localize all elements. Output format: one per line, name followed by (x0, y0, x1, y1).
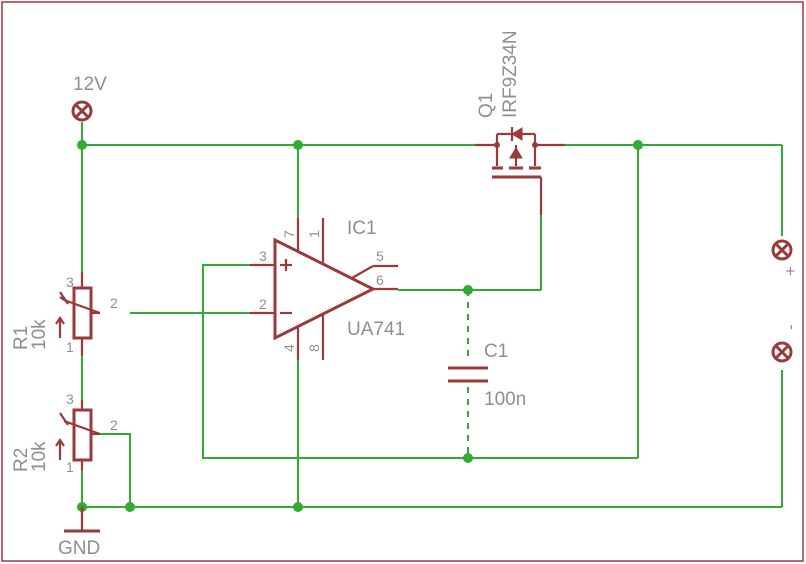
ic1-pin-5: 5 (376, 248, 384, 264)
ic1-pin-3: 3 (259, 248, 267, 264)
minus-terminal-label: - (781, 324, 800, 330)
r1-pin-top: 3 (66, 274, 74, 290)
plus-terminal-label: + (781, 266, 800, 276)
junction-dot (463, 453, 473, 463)
ic1-pin-6: 6 (376, 272, 384, 288)
junction-dot (463, 285, 473, 295)
r2-designator: R2 (11, 448, 32, 472)
mosfet-q1 (475, 127, 565, 215)
r1-designator: R1 (11, 326, 32, 350)
ground-symbol-icon (64, 507, 100, 533)
r1-potentiometer (55, 272, 101, 356)
wires (81, 122, 783, 508)
wire-r2-wiper (100, 433, 131, 507)
junction-dot (125, 502, 135, 512)
ic1-pin-4: 4 (281, 344, 297, 352)
ic1-pin-2: 2 (259, 296, 267, 312)
ic1-pin-8: 8 (306, 344, 322, 352)
c1-value: 100n (484, 389, 526, 410)
junction-dot (77, 140, 87, 150)
ic1-value: UA741 (347, 319, 405, 340)
supply-pad-icon (71, 100, 93, 122)
r2-pin-bottom: 1 (66, 459, 74, 475)
minus-pad-icon (771, 341, 793, 363)
r2-pin-top: 3 (66, 391, 74, 407)
q1-value: IRF9Z34N (500, 30, 521, 118)
r2-pin-wiper: 2 (110, 417, 118, 433)
r2-potentiometer (55, 400, 101, 470)
wire-noninv-loop (202, 264, 638, 459)
junction-dot (293, 140, 303, 150)
ic1-pin-1: 1 (306, 230, 322, 238)
junction-dot (293, 502, 303, 512)
r2-value: 10k (29, 441, 50, 472)
capacitor-c1 (448, 366, 488, 383)
q1-designator: Q1 (476, 93, 497, 118)
c1-designator: C1 (484, 341, 508, 362)
r1-pin-bottom: 1 (66, 339, 74, 355)
r1-value: 10k (29, 319, 50, 350)
junctions (77, 140, 643, 512)
junction-dot (633, 140, 643, 150)
plus-pad-icon (771, 239, 793, 261)
supply-label: 12V (73, 74, 107, 95)
ic1-pin-7: 7 (281, 230, 297, 238)
r1-pin-wiper: 2 (110, 295, 118, 311)
ground-label: GND (58, 538, 100, 559)
opamp-ic1 (250, 218, 398, 360)
ic1-designator: IC1 (347, 218, 377, 239)
